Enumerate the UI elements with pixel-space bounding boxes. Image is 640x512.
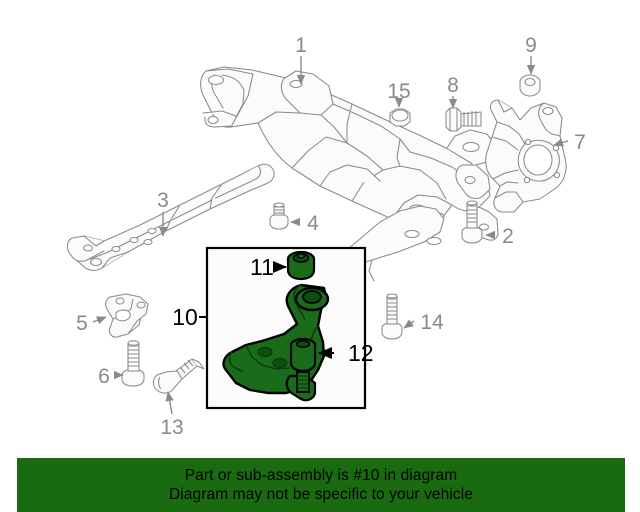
- bolt-long-lower: [461, 200, 483, 244]
- bolt-hex: [445, 107, 482, 132]
- callout-label-15: 15: [387, 80, 410, 103]
- bolt-angled: [152, 358, 205, 394]
- exploded-parts-diagram: 1 2 3 4 5 6 7 8 9 13 14 15 10 11 12: [66, 34, 586, 439]
- bushing-ball-joint: [289, 337, 317, 373]
- bushing-upper: [286, 250, 316, 281]
- bracket: [105, 293, 149, 338]
- leader-14: [403, 319, 415, 329]
- bolt-short: [269, 202, 289, 230]
- callout-label-14: 14: [420, 311, 444, 334]
- callout-leader-lines: [92, 56, 569, 415]
- banner-line-1: Part or sub-assembly is #10 in diagram: [184, 467, 458, 484]
- callout-label-6: 6: [98, 365, 110, 388]
- ball-joint-bolt: [296, 371, 310, 393]
- callout-label-1: 1: [295, 34, 307, 57]
- lower-control-arm-assembly-highlight: [222, 283, 330, 402]
- callout-label-13: 13: [160, 416, 183, 439]
- callout-leader-lines-highlight: [273, 261, 334, 359]
- crossmember-subframe: [200, 66, 499, 241]
- callout-label-4: 4: [307, 212, 319, 235]
- callout-label-3: 3: [157, 189, 169, 212]
- banner-line-2: Diagram may not be specific to your vehi…: [168, 486, 474, 503]
- callout-label-9: 9: [525, 34, 537, 57]
- callout-label-5: 5: [76, 312, 88, 335]
- callout-label-10: 10: [172, 304, 198, 330]
- callout-labels-highlight: 10 11 12: [172, 254, 373, 366]
- leader-13: [165, 391, 174, 415]
- callout-label-8: 8: [447, 74, 459, 97]
- callout-labels: 1 2 3 4 5 6 7 8 9 13 14 15: [76, 34, 586, 439]
- leader-5: [92, 316, 107, 325]
- diagram-svg: 1 2 3 4 5 6 7 8 9 13 14 15 10 11 12: [66, 34, 586, 439]
- steering-knuckle: [485, 99, 567, 213]
- callout-label-11: 11: [250, 254, 274, 280]
- callout-label-12: 12: [348, 340, 374, 366]
- stiffener-brace: [66, 163, 275, 271]
- nut-ball-joint: [519, 74, 541, 97]
- leader-7: [553, 138, 569, 147]
- bolt-long: [381, 293, 403, 340]
- bolt-flange: [121, 340, 145, 387]
- nut-flange: [389, 108, 411, 127]
- callout-label-7: 7: [574, 131, 586, 154]
- callout-label-2: 2: [502, 225, 514, 248]
- disclaimer-banner: Part or sub-assembly is #10 in diagram D…: [17, 458, 625, 512]
